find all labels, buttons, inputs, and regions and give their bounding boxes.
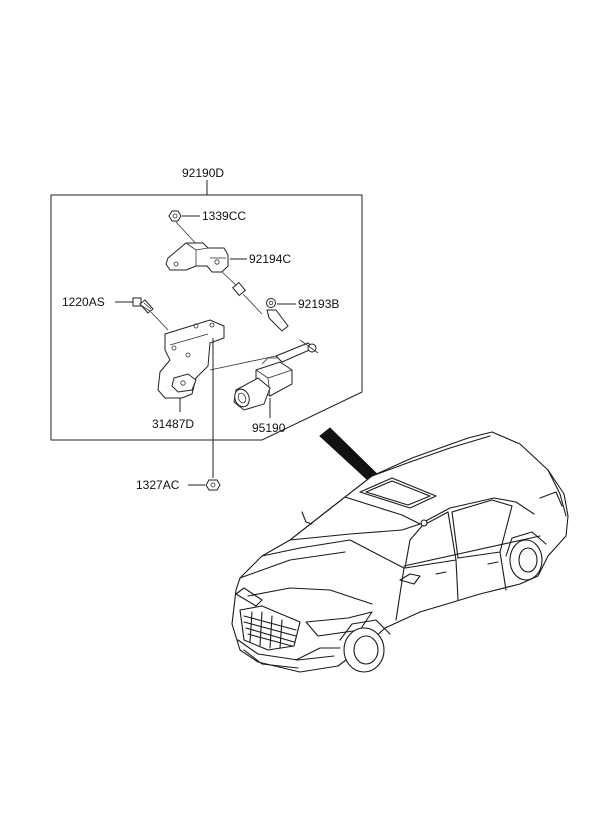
assembly-line-bolt <box>150 311 169 331</box>
sensor-arm <box>275 339 319 363</box>
nut-1339CC <box>168 210 182 222</box>
label-92190D: 92190D <box>182 166 224 180</box>
assembly-frame <box>50 194 363 441</box>
label-31487D: 31487D <box>152 417 194 431</box>
sensor-95190 <box>233 357 293 411</box>
label-1220AS: 1220AS <box>62 295 105 309</box>
bolt-1220AS <box>132 297 154 314</box>
bracket-31487D <box>157 319 225 399</box>
nut-1327AC <box>205 479 221 491</box>
clip-92193B <box>266 298 289 332</box>
connector-line <box>209 355 277 371</box>
label-1327AC: 1327AC <box>136 478 180 492</box>
bracket-92194C <box>165 242 229 273</box>
label-92193B: 92193B <box>298 297 339 311</box>
label-1339CC: 1339CC <box>202 209 246 223</box>
car-illustration <box>231 431 569 673</box>
label-95190: 95190 <box>252 421 286 435</box>
label-92194C: 92194C <box>249 252 291 266</box>
upper-link-rod <box>221 271 263 315</box>
